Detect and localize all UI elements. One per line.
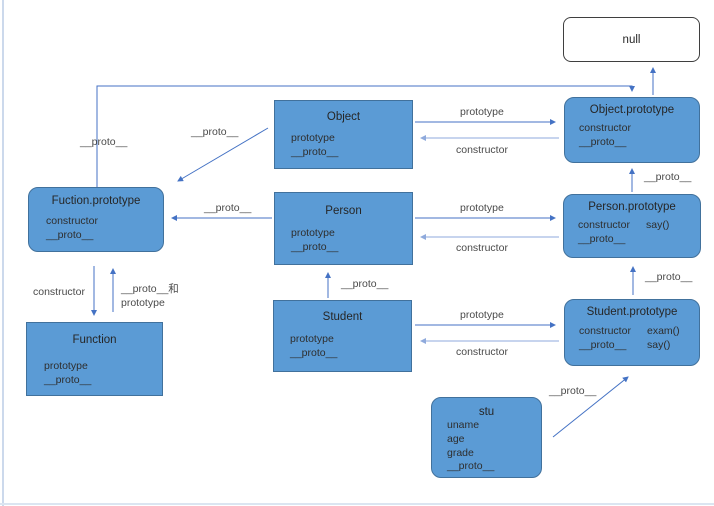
- edge-label-proto-sp-to-pp: __proto__: [645, 271, 693, 283]
- edge-label-fn-proto-and-prototype: __proto__和 prototype: [121, 283, 179, 309]
- node-function: Function prototype __proto__: [26, 322, 163, 396]
- node-student: Student prototype __proto__: [273, 300, 412, 372]
- node-title: Function: [72, 334, 117, 346]
- node-field: __proto__: [579, 136, 627, 148]
- node-title: Object.prototype: [589, 104, 675, 116]
- node-field: prototype: [291, 132, 335, 144]
- edge-label-proto-pp-to-op: __proto__: [644, 171, 692, 183]
- edge-label-object-constructor: constructor: [456, 144, 508, 156]
- node-title: Student: [322, 311, 363, 323]
- node-field: prototype: [44, 360, 88, 372]
- page-left-border: [2, 0, 4, 506]
- node-field: prototype: [290, 333, 334, 345]
- node-method: say(): [647, 339, 671, 351]
- node-object-prototype: Object.prototype constructor __proto__: [564, 97, 700, 163]
- edge-label-proto-person-to-fp: __proto__: [204, 202, 252, 214]
- node-object: Object prototype __proto__: [274, 100, 413, 169]
- node-field: __proto__: [291, 241, 339, 253]
- page-bottom-border: [0, 503, 714, 505]
- node-title: Person: [325, 205, 362, 217]
- node-field: age: [447, 432, 465, 445]
- node-title: Student.prototype: [586, 306, 678, 318]
- node-field: grade: [447, 446, 474, 459]
- edge-label-proto-student-to-person: __proto__: [341, 278, 389, 290]
- node-function-prototype: Fuction.prototype constructor __proto__: [28, 187, 164, 252]
- edge-label-person-constructor: constructor: [456, 242, 508, 254]
- node-field: __proto__: [579, 339, 627, 351]
- edge-label-object-prototype: prototype: [460, 106, 504, 118]
- node-field: __proto__: [290, 347, 338, 359]
- node-person: Person prototype __proto__: [274, 192, 413, 265]
- edge-label-proto-stu-to-sp: __proto__: [549, 385, 597, 397]
- edge-label-student-prototype: prototype: [460, 309, 504, 321]
- node-field: __proto__: [578, 233, 626, 245]
- node-field: __proto__: [447, 460, 495, 473]
- node-stu: stu uname age grade __proto__: [431, 397, 542, 478]
- node-method: say(): [646, 219, 670, 231]
- node-title: Fuction.prototype: [51, 195, 141, 207]
- node-field: __proto__: [44, 374, 92, 386]
- node-field: constructor: [578, 219, 630, 231]
- node-title: null: [622, 33, 641, 46]
- node-field: __proto__: [291, 146, 339, 158]
- node-field: constructor: [579, 325, 631, 337]
- node-title: Person.prototype: [588, 201, 676, 213]
- node-student-prototype: Student.prototype constructor exam() __p…: [564, 299, 700, 366]
- node-field: constructor: [579, 122, 631, 134]
- node-field: uname: [447, 419, 480, 431]
- node-title: Object: [326, 111, 361, 123]
- node-field: constructor: [46, 215, 98, 227]
- node-person-prototype: Person.prototype constructor say() __pro…: [563, 194, 701, 258]
- node-field: prototype: [291, 227, 335, 239]
- edge-label-proto-fp-to-objproto: __proto__: [80, 136, 128, 148]
- node-title: stu: [478, 406, 495, 418]
- node-method: exam(): [647, 325, 680, 337]
- edge-label-person-prototype: prototype: [460, 202, 504, 214]
- node-null: null: [563, 17, 700, 62]
- edge-label-fp-constructor: constructor: [33, 286, 85, 298]
- edge-label-proto-object-to-fp: __proto__: [191, 126, 239, 138]
- edge-label-student-constructor: constructor: [456, 346, 508, 358]
- node-field: __proto__: [46, 229, 94, 241]
